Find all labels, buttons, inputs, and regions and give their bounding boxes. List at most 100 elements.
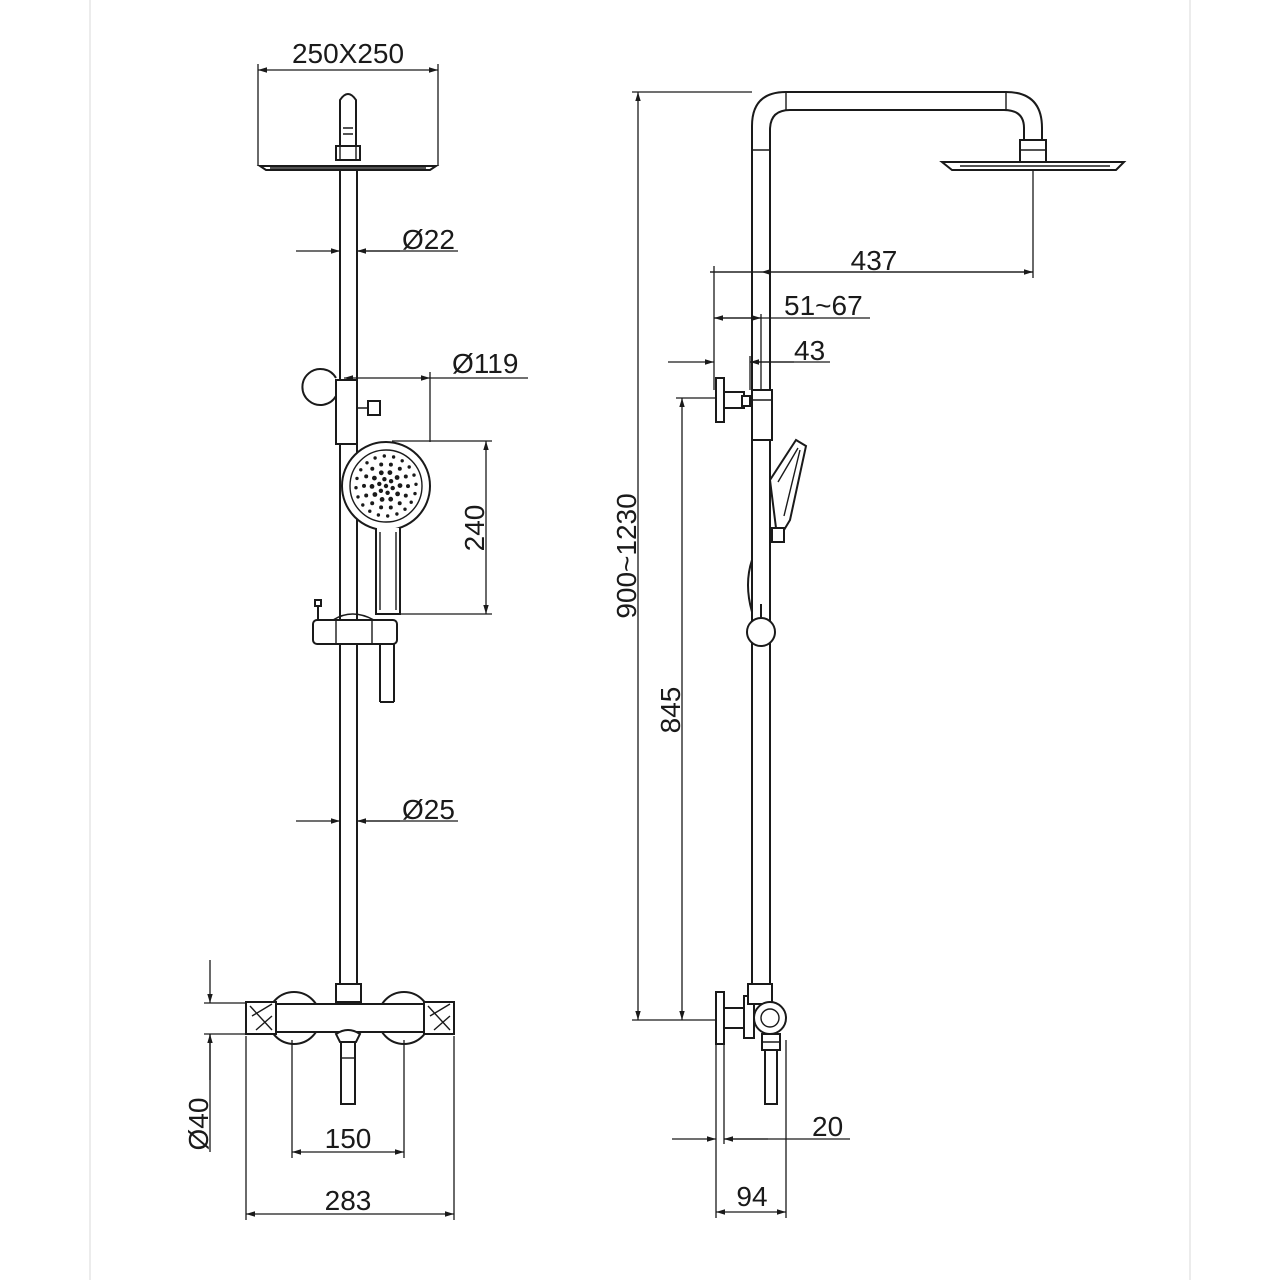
front-hose: [379, 644, 395, 703]
label-mixer-width: 283: [325, 1185, 372, 1216]
dim-handshower-diameter: Ø119: [344, 348, 528, 442]
front-riser-pipe: [335, 170, 362, 1003]
spray-nozzle: [362, 483, 366, 488]
spray-nozzle: [388, 505, 393, 510]
front-wall-bracket: [301, 368, 381, 445]
spray-nozzle: [403, 493, 408, 498]
label-mixer-offset: 20: [812, 1111, 843, 1142]
dim-mixer-depth: 94: [716, 1040, 787, 1218]
front-shower-head-plate: [256, 165, 440, 171]
dim-mixer-height: Ø40: [183, 960, 246, 1152]
spray-nozzle: [364, 474, 369, 479]
side-slide-holder: [746, 604, 776, 647]
dim-pipe-upper-diameter: Ø22: [296, 224, 458, 255]
side-hose: [747, 559, 753, 613]
side-view: 900~1230 437 51~67 43: [611, 91, 1127, 1218]
spray-nozzle: [383, 483, 389, 489]
spray-nozzle: [354, 486, 358, 490]
spray-nozzle: [403, 507, 407, 511]
dim-mixer-to-bracket: 845: [655, 397, 716, 1020]
dim-pipe-lower-diameter: Ø25: [296, 794, 458, 825]
spray-nozzle: [390, 485, 395, 491]
front-thermostatic-mixer: [245, 991, 455, 1105]
dim-wall-offset: 43: [668, 335, 830, 390]
spray-nozzle: [387, 470, 393, 475]
label-mixer-to-bracket: 845: [655, 687, 686, 734]
spray-nozzle: [378, 488, 384, 493]
spray-nozzle: [364, 493, 369, 498]
spray-nozzle: [365, 461, 369, 465]
spray-nozzle: [378, 470, 384, 476]
spray-nozzle: [409, 500, 413, 504]
label-handshower-length: 240: [459, 505, 490, 552]
side-thermostatic-mixer: [715, 983, 787, 1105]
spray-nozzle: [379, 505, 384, 510]
label-arm-projection: 437: [851, 245, 898, 276]
label-wall-offset-range: 51~67: [784, 290, 863, 321]
spray-nozzles: [354, 454, 418, 518]
spray-nozzle: [388, 479, 394, 484]
spray-nozzle: [355, 476, 359, 481]
spray-nozzle: [370, 501, 375, 506]
front-head-riser: [335, 93, 361, 161]
spray-nozzle: [386, 514, 390, 518]
front-view: 250X250 Ø22 Ø119 240 Ø25: [183, 38, 528, 1220]
spray-nozzle: [382, 454, 386, 458]
dim-head-size: 250X250: [257, 38, 439, 166]
spray-nozzle: [379, 497, 385, 502]
label-head-size: 250X250: [292, 38, 404, 69]
dim-handshower-length: 240: [392, 440, 492, 615]
front-hand-shower: [341, 441, 431, 615]
spray-nozzle: [388, 462, 393, 467]
spray-nozzle: [368, 509, 372, 513]
spray-nozzle: [397, 501, 402, 506]
label-mixer-depth: 94: [736, 1181, 767, 1212]
side-wall-bracket: [715, 377, 773, 441]
label-pipe-upper-diameter: Ø22: [402, 224, 455, 255]
side-hand-shower: [768, 438, 808, 543]
spray-nozzle: [407, 465, 411, 469]
dim-mixer-offset: 20: [672, 1044, 850, 1218]
spray-nozzle: [385, 490, 390, 495]
spray-nozzle: [382, 477, 387, 482]
spray-nozzle: [370, 466, 375, 471]
side-shower-head: [939, 161, 1127, 171]
spray-nozzle: [403, 474, 408, 479]
label-inlet-spacing: 150: [325, 1123, 372, 1154]
spray-nozzle: [397, 483, 403, 488]
dim-total-height: 900~1230: [611, 91, 752, 1021]
spray-nozzle: [397, 466, 402, 471]
dim-inlet-spacing: 150: [291, 1040, 405, 1158]
label-wall-offset: 43: [794, 335, 825, 366]
spray-nozzle: [359, 468, 363, 472]
spray-nozzle: [372, 492, 378, 497]
spray-nozzle: [406, 484, 410, 489]
label-handshower-diameter: Ø119: [452, 348, 518, 379]
label-pipe-lower-diameter: Ø25: [402, 794, 455, 825]
spray-nozzle: [379, 462, 384, 467]
spray-nozzle: [400, 459, 404, 463]
spray-nozzle: [395, 491, 400, 497]
spray-nozzle: [395, 512, 399, 516]
side-shower-arm: [751, 91, 1047, 984]
spray-nozzle: [361, 503, 365, 507]
spray-nozzle: [391, 455, 396, 459]
spray-nozzle: [414, 482, 418, 486]
spray-nozzle: [413, 491, 417, 496]
spray-nozzle: [388, 496, 394, 502]
spray-nozzle: [372, 475, 377, 481]
dim-mixer-width: 283: [245, 1036, 455, 1220]
spray-nozzle: [377, 481, 382, 487]
spray-nozzle: [412, 473, 416, 477]
label-total-height: 900~1230: [611, 493, 642, 618]
spray-nozzle: [373, 456, 377, 460]
dim-wall-offset-range: 51~67: [714, 290, 870, 390]
spray-nozzle: [369, 484, 375, 489]
spray-nozzle: [356, 495, 360, 499]
dim-arm-projection: 437: [710, 170, 1034, 390]
label-mixer-height: Ø40: [183, 1098, 214, 1151]
spray-nozzle: [394, 475, 400, 480]
front-slide-holder: [312, 599, 398, 645]
